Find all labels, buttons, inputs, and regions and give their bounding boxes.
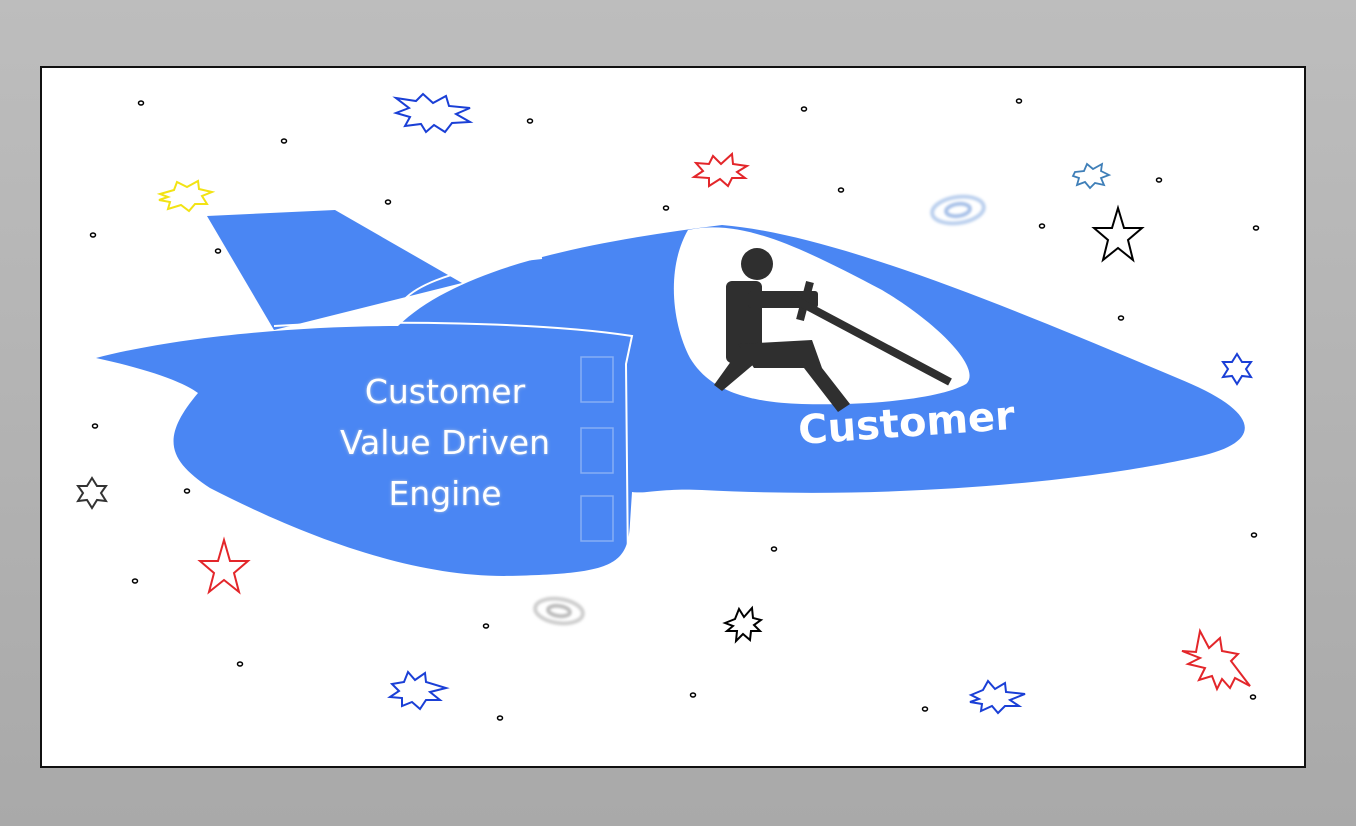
ship-body [96,225,1245,576]
engine-label-line: Value Driven [339,423,550,462]
slide-canvas: Customer Value Driven Engine Customer [40,66,1306,768]
galaxy-swirl-icon [533,596,585,626]
engine-vents [580,356,614,542]
tail-fin [207,210,462,330]
pilot-figure-icon [714,248,952,412]
burst-icon [1071,162,1112,190]
background-dots [89,98,1260,721]
burst-icon [392,92,474,134]
burst-icon [968,679,1026,715]
burst-icon [387,670,450,711]
engine-label-line: Engine [388,474,502,513]
engine-label: Customer Value Driven Engine [320,366,570,519]
burst-icon [690,151,750,188]
hull-seam [395,257,543,324]
galaxy-swirl-icon [930,194,986,226]
star-icon [197,536,251,595]
spaceship-icon [96,210,1245,576]
engine-label-line: Customer [364,372,526,411]
star-icon [1221,352,1253,386]
burst-icon [1181,628,1251,692]
burst-icon [722,605,764,644]
burst-icon [156,179,216,213]
star-icon [1091,204,1145,263]
space-scene [76,92,1260,721]
engine-outline [273,321,634,569]
star-icon [76,476,108,510]
